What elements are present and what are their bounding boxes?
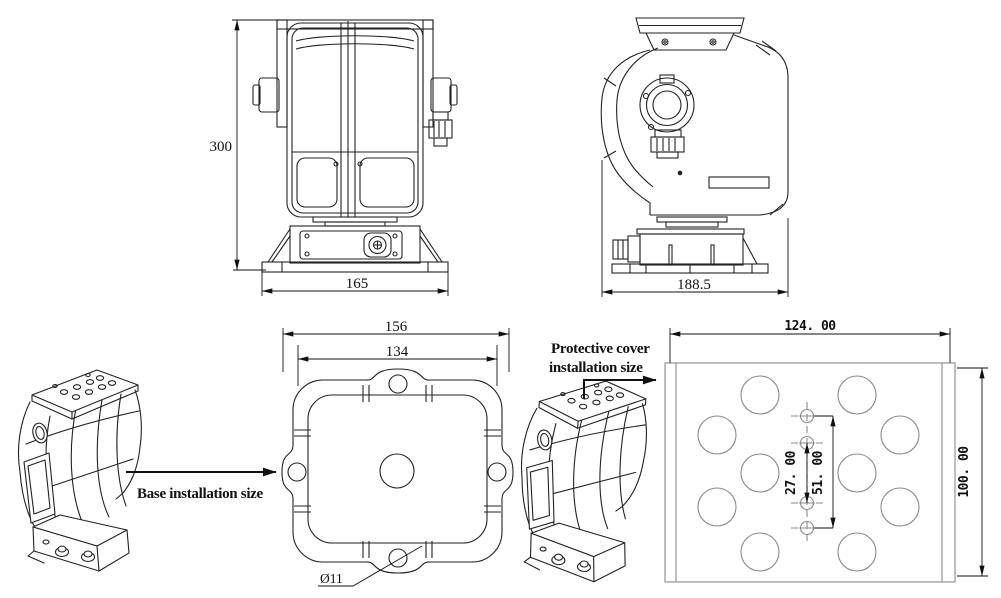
dim-100 (957, 367, 988, 577)
cover-install-arrow (583, 375, 657, 399)
dim-51 (814, 415, 836, 529)
cover-plate-outline (664, 362, 956, 583)
dim-27-label: 27. 00 (784, 450, 799, 495)
cover-plate-view: 124. 00 100. 00 27. 00 51. 00 (664, 319, 988, 583)
dim-156-label: 156 (385, 319, 408, 335)
cover-install-label-line2: installation size (549, 360, 643, 376)
dim-124 (669, 328, 951, 363)
dim-156 (282, 328, 510, 372)
base-iso-view (17, 369, 142, 572)
dim-51-label: 51. 00 (811, 450, 826, 495)
base-plate-view: 156 134 Ø11 (281, 319, 514, 587)
side-view: 188.5 (600, 17, 789, 297)
hole-dia-leader (318, 545, 423, 587)
dim-134 (297, 345, 498, 386)
dim-188-5 (601, 160, 789, 297)
cover-iso-view (513, 375, 651, 586)
dim-300 (232, 19, 279, 271)
dim-100-label: 100. 00 (957, 446, 972, 498)
dim-188-5-label: 188.5 (677, 277, 711, 293)
dim-165 (261, 272, 449, 296)
dim-124-label: 124. 00 (784, 319, 836, 334)
cover-install-label-line1: Protective cover (551, 341, 650, 357)
dim-300-label: 300 (210, 139, 233, 155)
front-view: 300 165 (210, 19, 458, 296)
base-install-label: Base installation size (137, 486, 264, 502)
hole-dia-label: Ø11 (320, 571, 343, 586)
dim-165-label: 165 (346, 276, 369, 292)
dim-134-label: 134 (386, 344, 409, 360)
